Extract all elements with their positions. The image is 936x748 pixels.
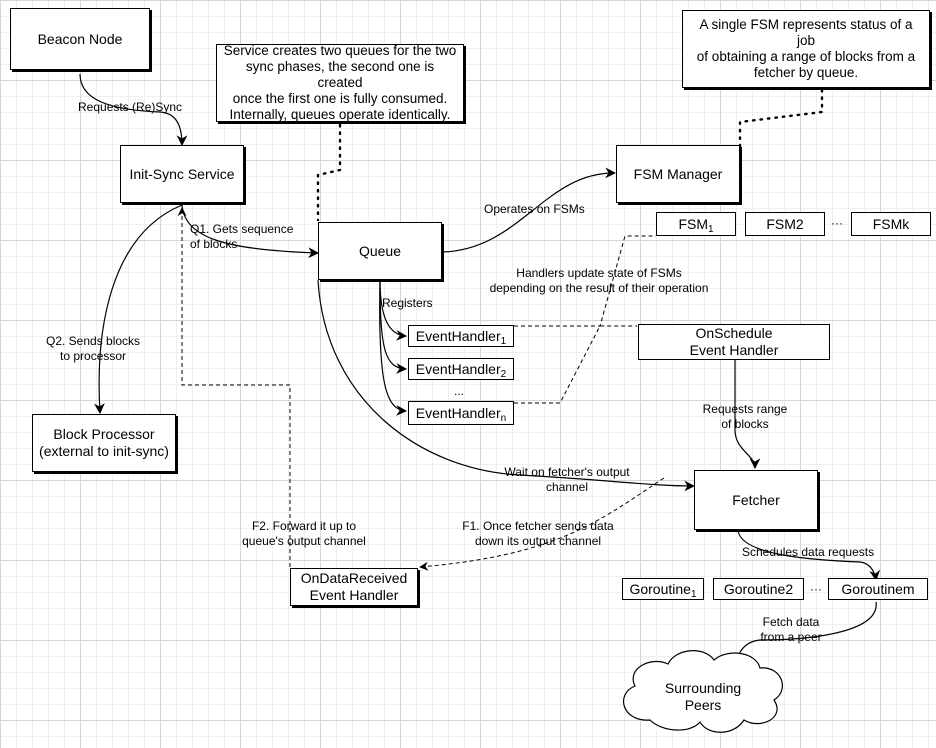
event-handler-ellipsis: ... (454, 384, 465, 398)
fsm-manager-label: FSM Manager (633, 165, 723, 182)
label-q1-line1: Q1. Gets sequence (190, 222, 294, 236)
fsm-2-box[interactable]: FSM2 (745, 212, 825, 236)
label-requests-range-line1: Requests range (702, 402, 788, 416)
label-q1-line2: of blocks (190, 237, 238, 251)
goroutine-m-label: Goroutinem (841, 580, 915, 597)
note-connector-queue (316, 123, 342, 222)
event-handler-2-box[interactable]: EventHandler2 (408, 358, 514, 380)
goroutine-1-box[interactable]: Goroutine1 (622, 578, 704, 600)
fsm-note: A single FSM represents status of a job … (682, 10, 930, 88)
label-fetch-data: Fetch data from a peer (756, 615, 826, 645)
label-handlers-update-line2: depending on the result of their operati… (489, 281, 709, 295)
queues-note-line3: once the first one is fully consumed. (232, 91, 448, 106)
label-wait-on-fetcher-line1: Wait on fetcher's output (504, 465, 630, 479)
edge-queue-to-fetcher (317, 279, 696, 492)
surrounding-peers-label: Surrounding Peers (648, 680, 758, 714)
event-handler-n-label: EventHandlern (415, 404, 507, 424)
fsm-note-line2: of obtaining a range of blocks from a (696, 49, 916, 64)
block-processor-label-line1: Block Processor (53, 426, 155, 442)
on-data-received-handler-box[interactable]: OnDataReceived Event Handler (290, 568, 418, 606)
edge-handlern-to-onschedule (514, 325, 637, 404)
goroutine-2-box[interactable]: Goroutine2 (713, 578, 804, 600)
beacon-node-box[interactable]: Beacon Node (10, 8, 150, 70)
edge-initsync-to-processor (94, 204, 183, 415)
queues-note-line4: Internally, queues operate identically. (229, 107, 451, 122)
goroutine-2-label: Goroutine2 (723, 580, 794, 597)
queue-box[interactable]: Queue (318, 222, 442, 280)
queues-note-line2: sync phases, the second one is created (245, 59, 435, 90)
block-processor-label-line2: (external to init-sync) (39, 443, 169, 459)
queues-note-line1: Service creates two queues for the two (223, 43, 457, 58)
label-f1-line2: down its output channel (474, 534, 602, 548)
queue-label: Queue (358, 242, 402, 259)
init-sync-service-box[interactable]: Init-Sync Service (120, 145, 244, 203)
goroutine-m-box[interactable]: Goroutinem (828, 578, 928, 600)
label-f1: F1. Once fetcher sends data down its out… (456, 519, 620, 549)
fsm-k-box[interactable]: FSMk (851, 212, 931, 236)
label-operates-on-fsms: Operates on FSMs (484, 202, 585, 216)
label-requests-range-line2: of blocks (721, 417, 769, 431)
label-fetch-data-line2: from a peer (760, 630, 822, 644)
on-data-received-label-line2: Event Handler (309, 587, 399, 603)
fsm-note-line1: A single FSM represents status of a job (699, 17, 913, 48)
fetcher-label: Fetcher (732, 491, 780, 508)
surrounding-peers-line1: Surrounding (664, 680, 742, 696)
on-schedule-handler-box[interactable]: OnSchedule Event Handler (638, 324, 830, 360)
label-requests-resync: Requests (Re)Sync (78, 100, 183, 114)
init-sync-service-label: Init-Sync Service (129, 165, 235, 182)
label-fetch-data-line1: Fetch data (762, 615, 820, 629)
label-wait-on-fetcher-line2: channel (545, 480, 589, 494)
event-handler-1-box[interactable]: EventHandler1 (408, 325, 514, 347)
edge-queue-to-handler-2 (379, 279, 408, 374)
label-requests-range: Requests range of blocks (700, 402, 790, 432)
fsm-ellipsis: ··· (831, 216, 843, 230)
label-wait-on-fetcher: Wait on fetcher's output channel (500, 465, 634, 495)
on-schedule-label-line1: OnSchedule (695, 325, 773, 341)
label-registers: Registers (382, 296, 433, 310)
edge-ondatareceived-to-initsync (177, 207, 291, 567)
queues-note: Service creates two queues for the two s… (216, 43, 464, 122)
label-q2-line2: to processor (60, 349, 127, 363)
event-handler-1-label: EventHandler1 (415, 327, 507, 347)
fetcher-box[interactable]: Fetcher (694, 470, 818, 530)
label-q2: Q2. Sends blocks to processor (46, 334, 140, 364)
goroutine-ellipsis: ··· (810, 582, 822, 596)
beacon-node-label: Beacon Node (37, 30, 123, 47)
event-handler-n-box[interactable]: EventHandlern (408, 401, 514, 425)
on-data-received-label-line1: OnDataReceived (300, 570, 408, 586)
label-f1-line1: F1. Once fetcher sends data (462, 519, 614, 533)
label-handlers-update: Handlers update state of FSMs depending … (472, 266, 726, 296)
label-f2-line2: queue's output channel (242, 534, 366, 548)
label-schedules: Schedules data requests (742, 545, 875, 559)
fsm-2-label: FSM2 (766, 215, 804, 232)
label-handlers-update-line1: Handlers update state of FSMs (516, 266, 682, 280)
goroutine-1-label: Goroutine1 (629, 580, 697, 600)
label-f2: F2. Forward it up to queue's output chan… (240, 519, 368, 549)
label-q1: Q1. Gets sequence of blocks (190, 222, 293, 252)
label-f2-line1: F2. Forward it up to (251, 519, 357, 533)
surrounding-peers-line2: Peers (684, 697, 722, 713)
fsm-1-label: FSM1 (678, 215, 714, 235)
label-q2-line1: Q2. Sends blocks (46, 334, 141, 348)
fsm-1-box[interactable]: FSM1 (656, 212, 736, 236)
fsm-manager-box[interactable]: FSM Manager (616, 145, 740, 203)
block-processor-box[interactable]: Block Processor (external to init-sync) (32, 414, 176, 472)
fsm-k-label: FSMk (872, 215, 910, 232)
on-schedule-label-line2: Event Handler (689, 342, 779, 358)
event-handler-2-label: EventHandler2 (415, 360, 507, 380)
note-connector-fsm (738, 88, 824, 150)
fsm-note-line3: fetcher by queue. (753, 65, 859, 80)
